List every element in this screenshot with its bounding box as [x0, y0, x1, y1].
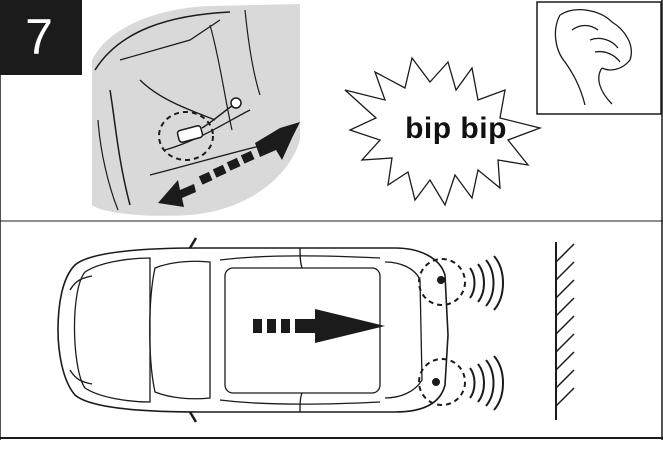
hand-pinch-icon: [554, 9, 632, 106]
cable-detail-illustration: [92, 4, 300, 216]
sound-burst-shape: [344, 56, 543, 207]
forward-motion-arrow: [253, 309, 385, 343]
parking-sensor-icon: [418, 255, 504, 311]
hand-inset-frame: [536, 1, 662, 115]
car-top-view-icon: [57, 237, 449, 423]
connector-highlight-circle: [158, 111, 214, 161]
sound-label: bip bip: [405, 112, 507, 145]
parking-sensor-icon: [418, 355, 504, 411]
step-number-badge: 7: [0, 0, 82, 75]
wall-hatch-icon: [555, 242, 575, 420]
slide-double-arrow: [158, 122, 300, 207]
cable-connector-icon: [176, 97, 242, 143]
